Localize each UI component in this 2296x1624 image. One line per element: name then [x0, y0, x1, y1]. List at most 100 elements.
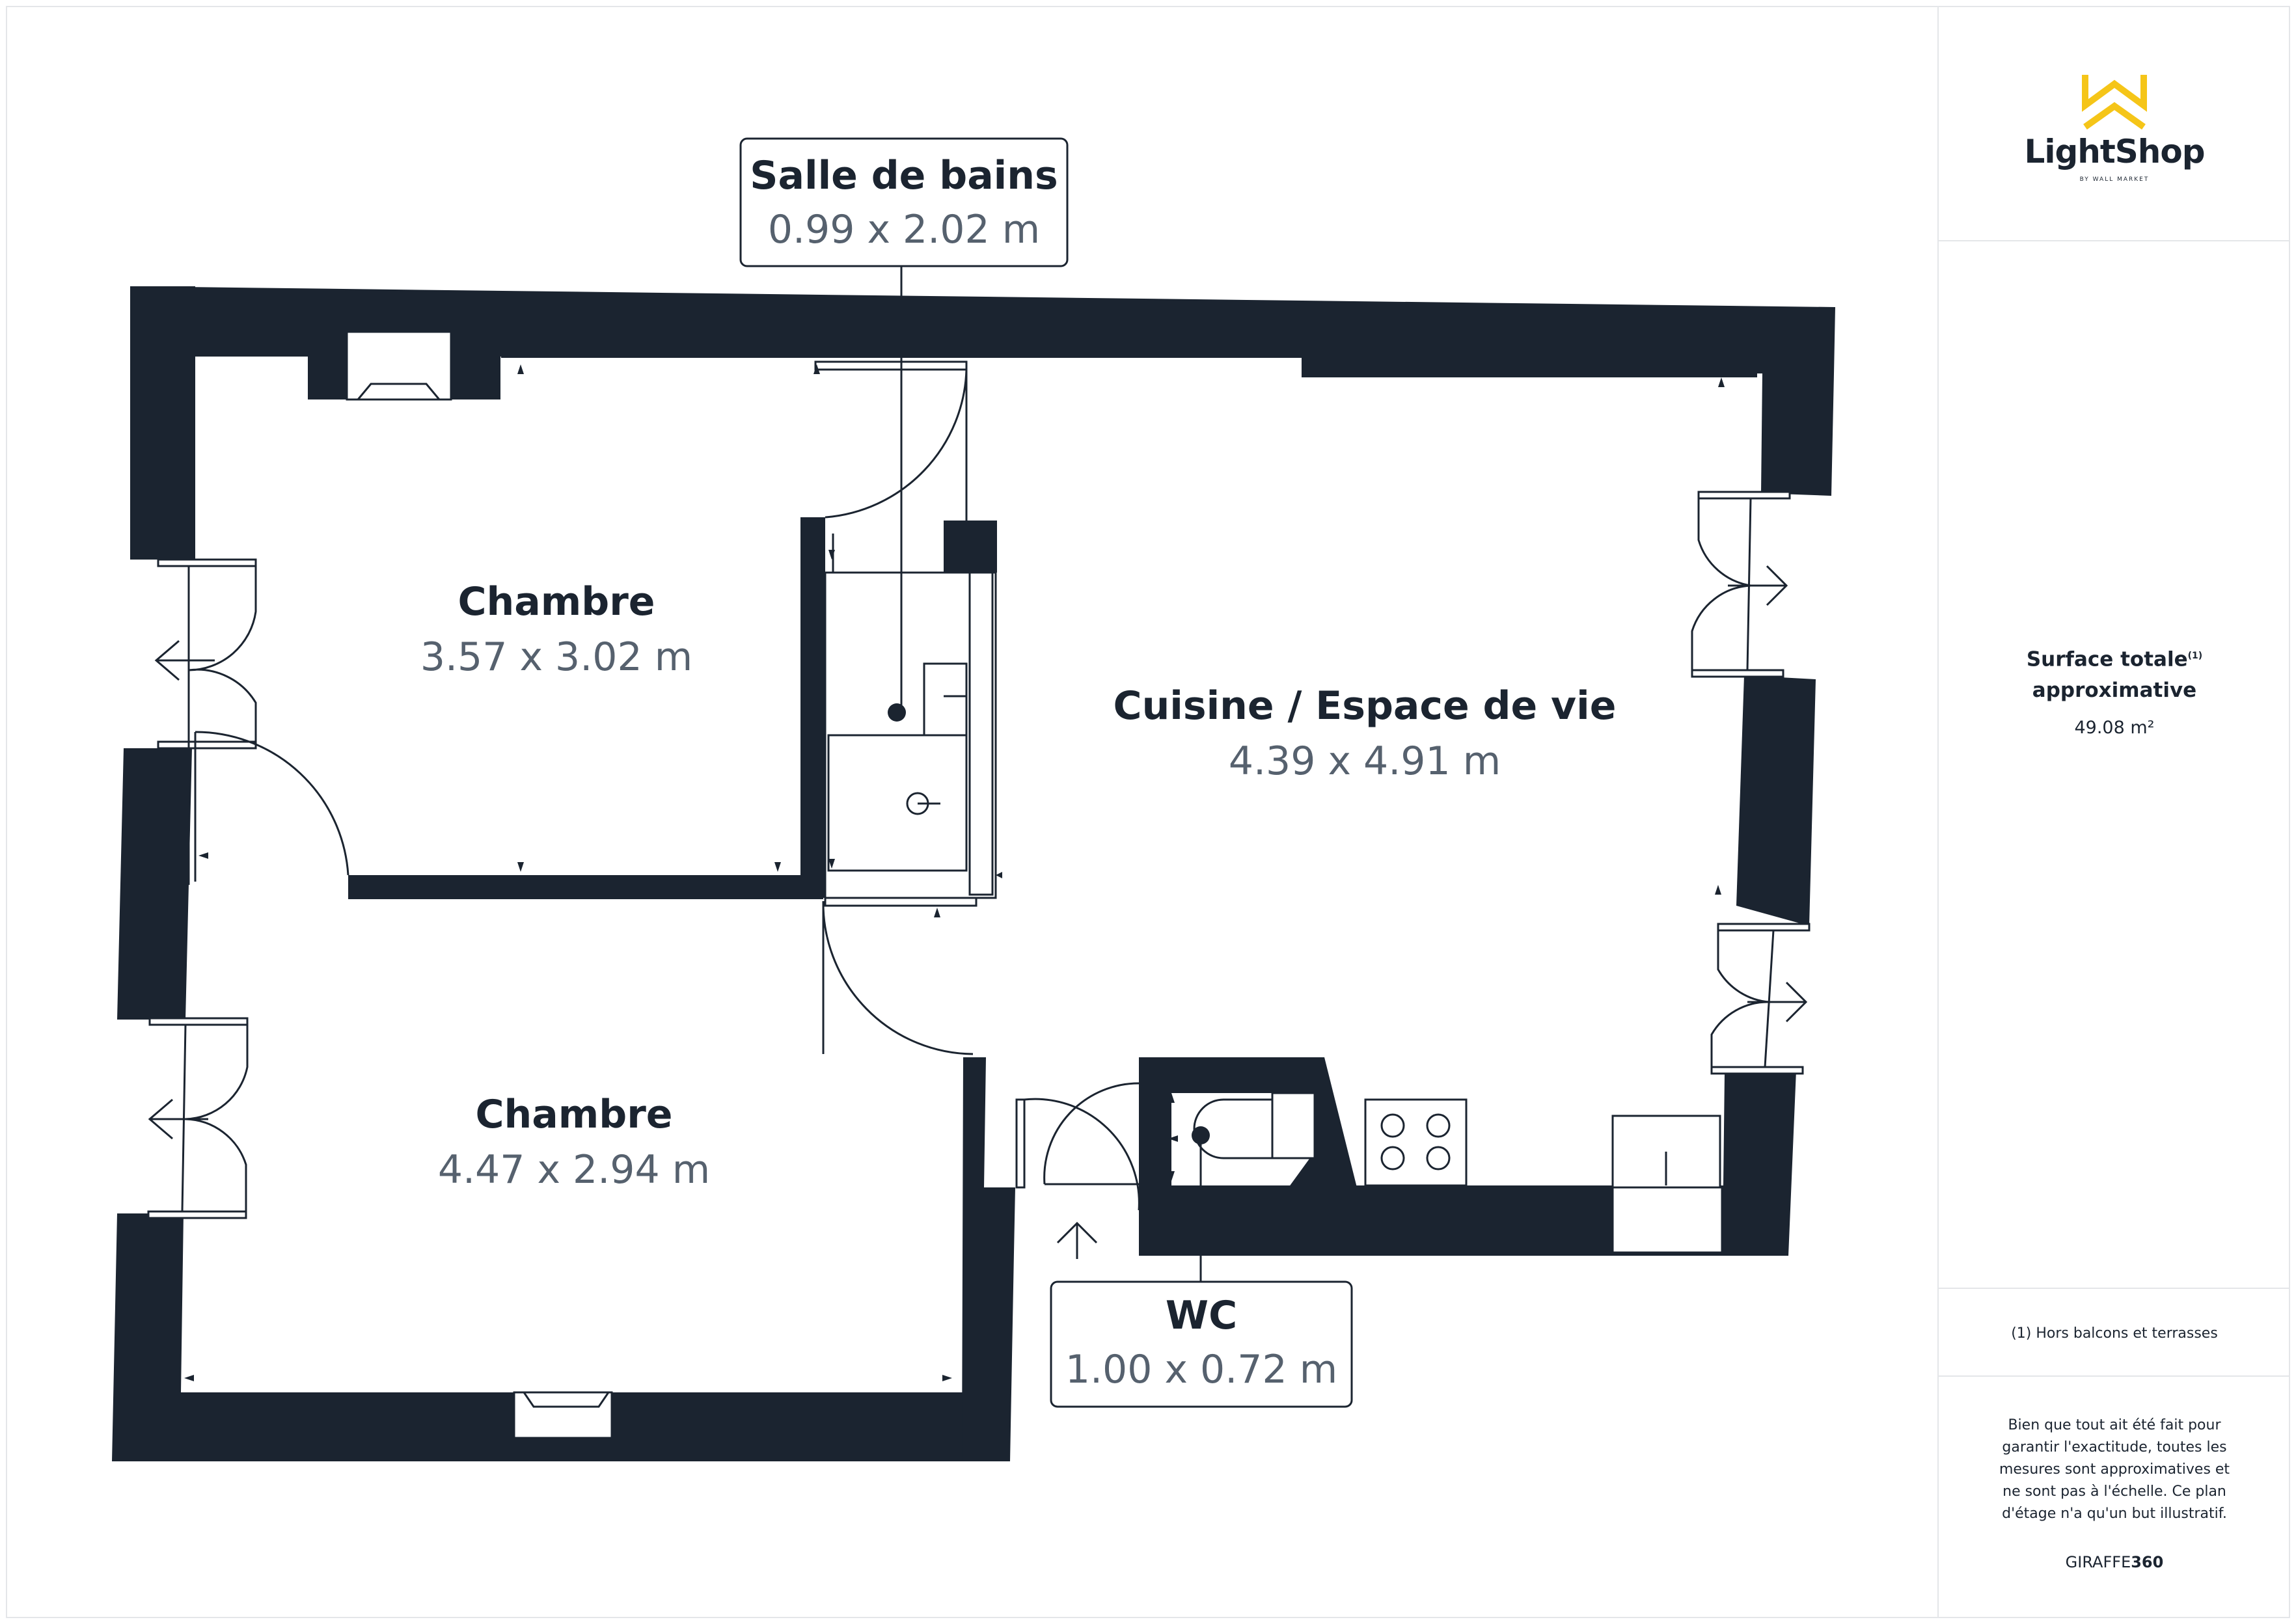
surface-title-line2: approximative [2032, 679, 2197, 703]
wall-wc [1139, 1057, 1357, 1187]
french-windows [148, 498, 1808, 1211]
door-bedroom-lower [822, 900, 974, 1055]
panel-divider-3 [1939, 1375, 2290, 1377]
window-top-bathroom [814, 360, 968, 371]
marker-10 [184, 1375, 194, 1381]
floor-plan: Salle de bains 0.99 x 2.02 m WC 1.00 x 0… [112, 137, 1835, 1461]
toilet-tank [1271, 1092, 1316, 1159]
marker-14 [1168, 1135, 1178, 1142]
credit-prefix: GIRAFFE [2065, 1553, 2131, 1571]
window-right-upper-line [1746, 498, 1752, 671]
marker-11 [942, 1375, 952, 1381]
room-dim-wc: 1.00 x 0.72 m [1065, 1347, 1337, 1392]
chimney-upper [346, 331, 452, 401]
door-swing-right-upper [1691, 498, 1751, 670]
room-name-chambre-upper: Chambre [458, 579, 655, 625]
wall-left-middle [117, 748, 192, 1020]
window-right-lower-line [1764, 930, 1775, 1068]
shower-tray [827, 734, 968, 872]
marker-15 [828, 550, 835, 560]
marker-13 [1168, 1171, 1175, 1181]
surface-title-text: Surface totale [2026, 647, 2188, 671]
leader-bathroom-dot [888, 703, 906, 722]
hob-burner-4 [1426, 1146, 1451, 1171]
marker-7 [934, 908, 940, 917]
window-right-upper-b [1691, 669, 1784, 678]
bathroom-glass-pane [968, 571, 994, 896]
footnote: (1) Hors balcons et terrasses [2011, 1325, 2218, 1342]
wall-top [130, 286, 1835, 377]
room-name-cuisine: Cuisine / Espace de vie [1114, 683, 1617, 729]
room-name-chambre-lower: Chambre [476, 1092, 673, 1137]
surface-value: 49.08 m² [2074, 718, 2155, 738]
credit: GIRAFFE360 [1939, 1553, 2290, 1571]
marker-16 [828, 859, 835, 869]
room-dim-chambre-lower: 4.47 x 2.94 m [438, 1147, 710, 1193]
surface-title: Surface totale(1) approximative [2010, 640, 2219, 706]
bathroom-fixtures [824, 571, 997, 899]
wall-bottom-center [962, 1057, 1015, 1461]
hob-burner-1 [1380, 1113, 1405, 1138]
room-dim-chambre-upper: 3.57 x 3.02 m [420, 634, 692, 680]
kitchen-hob [1364, 1098, 1468, 1187]
room-name-wc: WC [1166, 1293, 1237, 1338]
wall-bathroom-left [800, 517, 825, 898]
window-left-upper-b [157, 740, 257, 750]
wall-bedroom-divider [348, 875, 823, 899]
wc-fixtures [1056, 1092, 1723, 1259]
panel-divider-2 [1939, 1288, 2290, 1289]
window-right-lower-b [1710, 1066, 1804, 1075]
marker-9 [198, 852, 208, 859]
wall-right-upper [1761, 373, 1834, 496]
credit-suffix: 360 [2131, 1553, 2164, 1571]
marker-4 [813, 364, 820, 374]
chimney-lower-hearth [522, 1391, 610, 1408]
window-right-lower [1717, 923, 1811, 932]
marker-1 [517, 364, 524, 374]
panel-divider-1 [1939, 240, 2290, 241]
measure-markers [184, 364, 1725, 1381]
plan-frame [6, 6, 2290, 1618]
side-panel: LightShop BY WALL MARKET Surface totale(… [1937, 6, 2290, 1618]
wall-right-middle [1736, 675, 1816, 926]
marker-6 [1715, 885, 1721, 895]
door-swings [194, 369, 1140, 1211]
room-dim-bathroom: 0.99 x 2.02 m [768, 207, 1040, 252]
surface-title-note: (1) [2187, 651, 2203, 661]
kitchen-cabinet [1611, 1186, 1723, 1254]
door-bathroom [825, 369, 968, 519]
bathroom-cabinet [923, 662, 968, 737]
room-name-bathroom: Salle de bains [750, 153, 1058, 198]
brand-tagline: BY WALL MARKET [2079, 176, 2150, 183]
wall-left-lower [112, 1213, 1010, 1461]
marker-2 [517, 862, 524, 872]
door-bedroom-upper [195, 731, 349, 876]
hob-burner-3 [1380, 1146, 1405, 1171]
wall-bathroom-top-right [944, 521, 997, 573]
chimney-upper-hearth [355, 383, 442, 401]
surface-summary: Surface totale(1) approximative 49.08 m² [1939, 640, 2290, 738]
marker-12 [1168, 1093, 1175, 1103]
marker-5 [1718, 377, 1725, 387]
wall-chimney-left [308, 357, 347, 399]
chimney-lower [513, 1391, 613, 1439]
door-wc [1043, 1082, 1140, 1185]
entrance-frame [1015, 1098, 1026, 1189]
disclaimer: Bien que tout ait été fait pour garantir… [1999, 1417, 2230, 1522]
wall-left-upper [130, 286, 195, 560]
crown-chevron-icon [2082, 75, 2147, 130]
exterior-walls [112, 286, 1835, 1461]
marker-3 [774, 862, 781, 872]
label-box-wc [1050, 1280, 1353, 1408]
window-right-upper [1697, 491, 1791, 500]
hob-burner-2 [1426, 1113, 1451, 1138]
entrance-door [1024, 1098, 1140, 1211]
window-left-lower [148, 1017, 249, 1026]
window-left-upper [157, 558, 257, 567]
wall-chimney-right [451, 357, 500, 399]
door-swing-left-lower [185, 1025, 249, 1211]
brand-logo-area: LightShop BY WALL MARKET [1939, 6, 2290, 240]
brand-name: LightShop [2024, 133, 2205, 170]
wall-kitchen-bottom [1139, 1187, 1723, 1256]
label-box-bathroom [739, 137, 1069, 267]
